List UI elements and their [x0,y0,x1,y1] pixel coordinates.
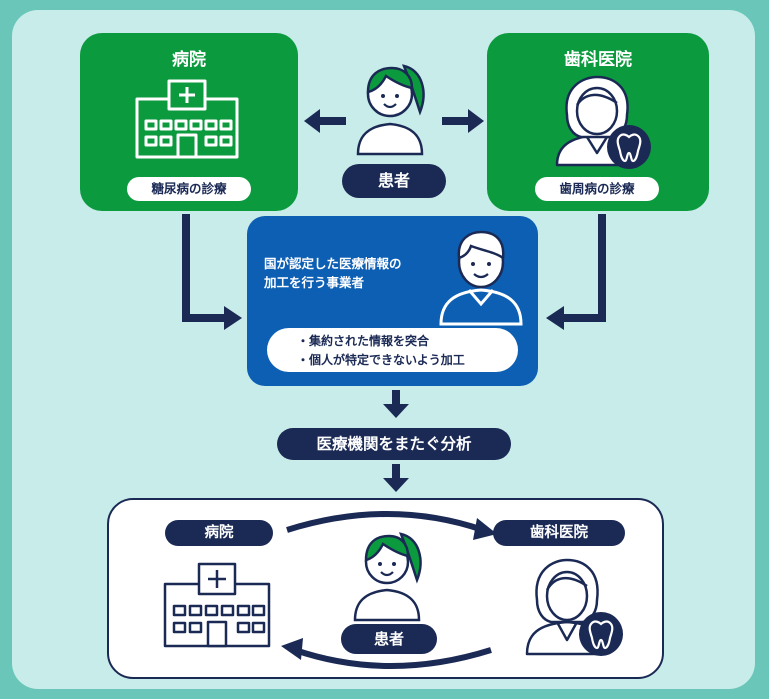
operator-icon [439,230,523,326]
tooth-icon [579,612,623,656]
dental-pill: 歯周病の診療 [535,177,659,201]
operator-box: 国が認定した医療情報の 加工を行う事業者 ・集約された情報を突合 ・個人が特定で… [247,216,538,386]
operator-tasks: ・集約された情報を突合 ・個人が特定できないよう加工 [267,328,518,372]
result-patient-label: 患者 [341,624,437,654]
arrow-icon [182,214,242,330]
arrow-icon [383,464,409,492]
hospital-title: 病院 [172,50,206,70]
operator-task2: ・個人が特定できないよう加工 [297,353,465,367]
arrow-icon [546,214,606,330]
dental-title: 歯科医院 [564,50,632,70]
arrow-icon [281,511,497,669]
dentist-icon [555,75,651,169]
dentist-icon [525,558,623,656]
arrow-icon [383,390,409,418]
patient-icon [356,64,425,156]
analysis-label: 医療機関をまたぐ分析 [277,428,511,460]
result-dental-label: 歯科医院 [493,520,625,546]
hospital-icon [135,79,239,159]
arrow-icon [304,109,346,133]
result-hospital-label: 病院 [165,520,273,546]
result-box: 病院 歯科医院 [107,498,664,679]
dental-box: 歯科医院 歯周病の診療 [487,33,709,211]
tooth-icon [607,125,651,169]
operator-task1: ・集約された情報を突合 [297,334,430,348]
operator-line1: 国が認定した医療情報の [264,256,402,271]
hospital-box: 病院 糖尿病の診療 [80,33,298,211]
hospital-pill: 糖尿病の診療 [127,177,251,201]
patient-icon [353,532,422,622]
hospital-icon [163,562,271,648]
operator-line2: 加工を行う事業者 [264,275,365,290]
arrow-icon [442,109,484,133]
patient-label: 患者 [342,164,446,198]
operator-text: 国が認定した医療情報の 加工を行う事業者 [264,254,402,292]
